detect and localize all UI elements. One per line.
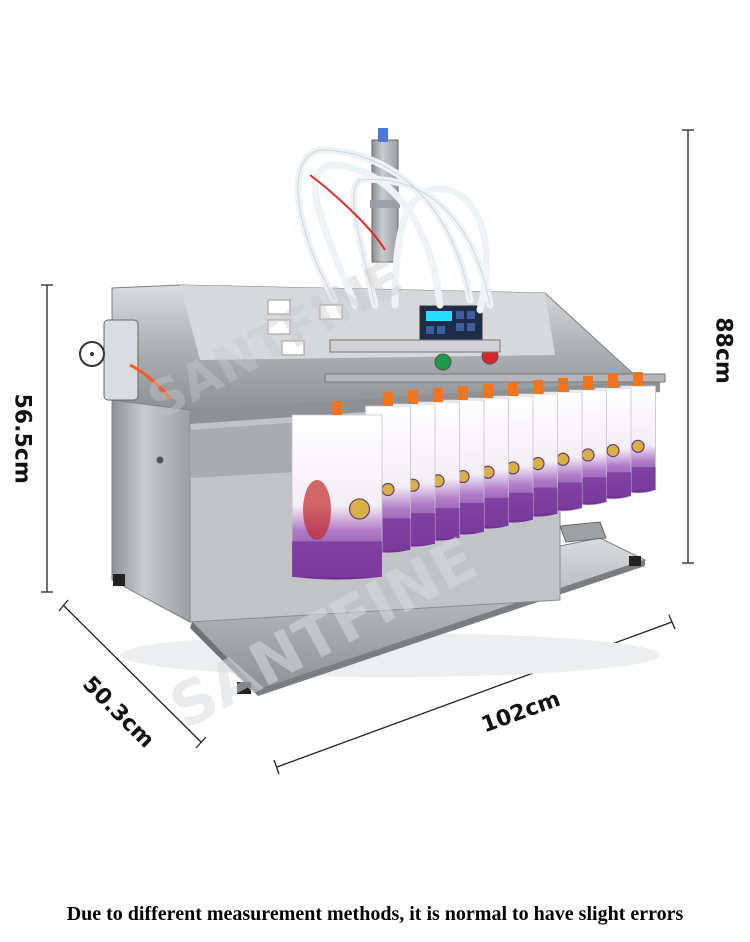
height-left-label: 56.5cm <box>9 393 35 484</box>
foot-pedal <box>559 521 607 543</box>
spout-cap <box>408 390 418 404</box>
pouch-model-graphic <box>303 480 331 540</box>
foot <box>629 556 641 566</box>
height-right-label: 88cm <box>710 317 736 384</box>
spout-rail <box>324 373 666 383</box>
foot <box>113 574 125 586</box>
nozzle-rail <box>329 339 501 353</box>
pouch-row <box>291 372 656 581</box>
spout-cap <box>383 392 393 406</box>
pouch <box>291 401 383 581</box>
spout-cap <box>458 386 468 400</box>
start-button <box>434 353 452 371</box>
spout-cap <box>483 384 493 398</box>
spout-cap <box>533 380 543 394</box>
spout-cap <box>332 401 342 415</box>
spout-cap <box>608 374 618 388</box>
spout-cap <box>583 376 593 390</box>
spout-cap <box>433 388 443 402</box>
air-regulator <box>103 319 139 401</box>
foot <box>237 682 251 694</box>
spout-cap <box>558 378 568 392</box>
spout-cap <box>633 372 643 386</box>
spout-cap <box>508 382 518 396</box>
disclaimer-caption: Due to different measurement methods, it… <box>66 903 684 925</box>
